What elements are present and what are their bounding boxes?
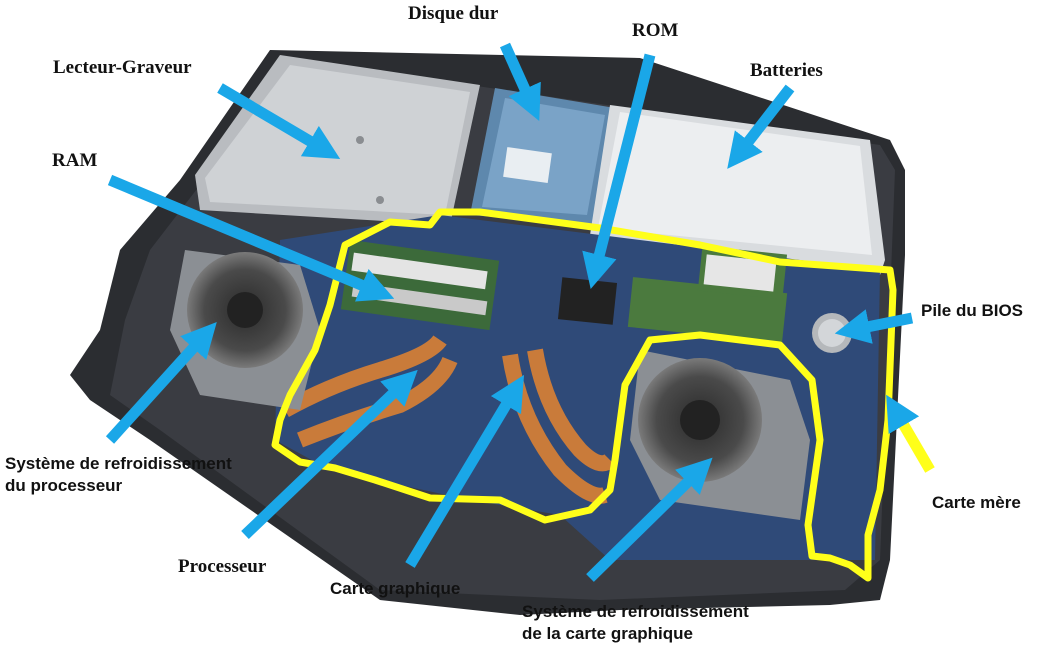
arrow-rom xyxy=(582,53,656,290)
label-motherboard: Carte mère xyxy=(932,493,1021,512)
arrows xyxy=(105,42,914,582)
arrow-hdd xyxy=(499,42,541,122)
arrow-gpu xyxy=(405,374,525,568)
label-cpu-cooling: Système de refroidissement du processeur xyxy=(5,453,305,497)
label-hdd: Disque dur xyxy=(408,3,499,24)
label-ram: RAM xyxy=(52,150,98,171)
label-processor: Processeur xyxy=(178,556,267,577)
label-bios: Pile du BIOS xyxy=(921,301,1024,320)
arrow-cpu-cooling xyxy=(105,321,217,444)
label-optical: Lecteur-Graveur xyxy=(53,57,192,78)
arrow-motherboard xyxy=(886,394,935,473)
label-gpu-cooling-line2: de la carte graphique xyxy=(522,624,693,643)
label-rom: ROM xyxy=(632,20,679,41)
arrow-optical xyxy=(217,83,341,159)
label-cpu-cooling-line2: du processeur xyxy=(5,476,123,495)
label-gpu-cooling: Système de refroidissement de la carte g… xyxy=(522,601,822,645)
arrow-ram xyxy=(107,174,395,302)
label-batteries: Batteries xyxy=(750,60,823,81)
label-cpu-cooling-line1: Système de refroidissement xyxy=(5,454,232,473)
hard-drive xyxy=(470,88,615,225)
arrow-battery xyxy=(727,84,795,169)
gpu-fan xyxy=(630,350,810,520)
arrow-processor xyxy=(241,369,418,539)
optical-drive xyxy=(195,55,480,225)
arrow-bios xyxy=(834,309,914,344)
arrow-gpu-cooling xyxy=(586,457,713,582)
label-gpu: Carte graphique xyxy=(330,579,461,598)
label-gpu-cooling-line1: Système de refroidissement xyxy=(522,602,749,621)
battery xyxy=(590,105,885,275)
